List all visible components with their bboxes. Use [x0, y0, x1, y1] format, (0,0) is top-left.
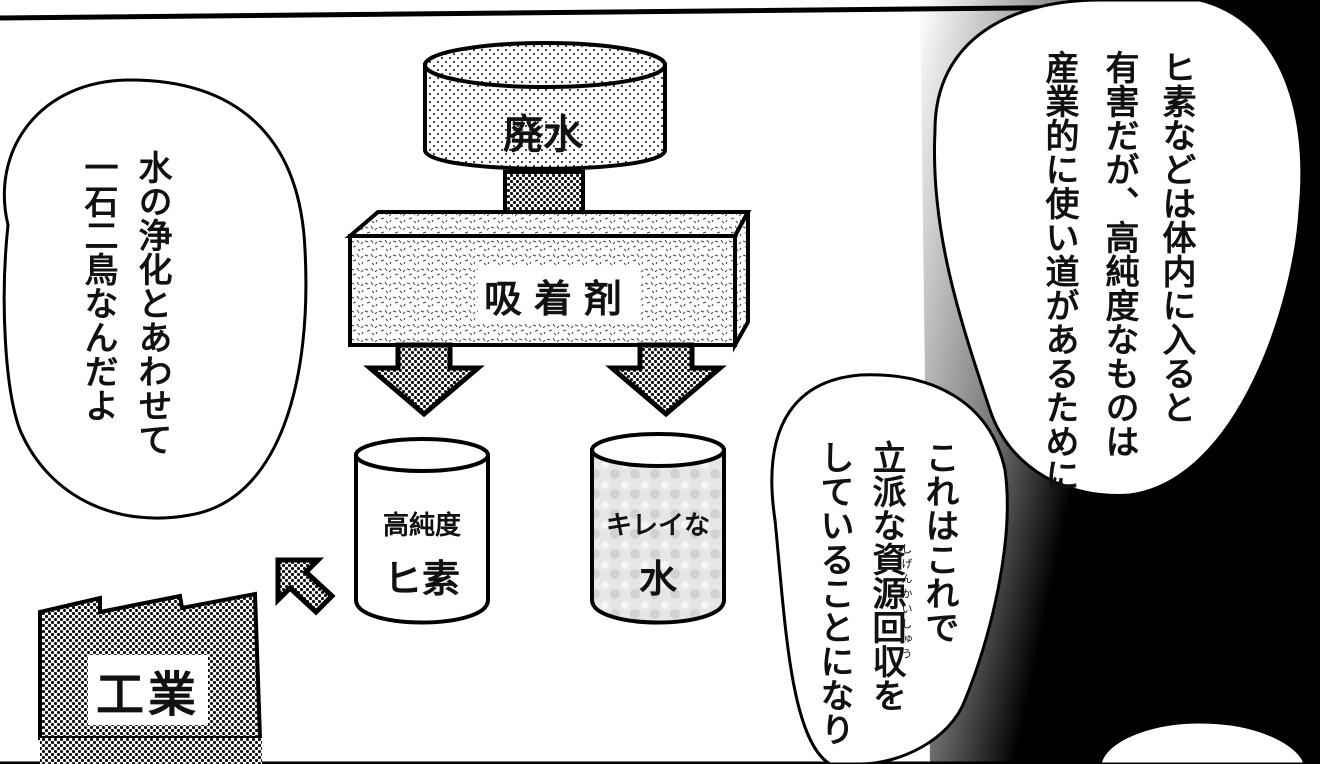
furigana-shigen-kaishu: しげんかいしゅう [900, 543, 913, 663]
arrow-down-left [363, 342, 485, 418]
bubble-left-line2: 一石二鳥なんだよ [78, 150, 118, 422]
label-wastewater: 廃水 [503, 112, 583, 158]
speech-bubble-partial [1098, 720, 1307, 764]
label-adsorbent: 吸着剤 [478, 268, 641, 323]
arrow-to-industry [275, 557, 336, 616]
bubble-right-bottom-line2: 立派な資源回収を [866, 440, 906, 712]
bubble-right-bottom-line3: していることになり [814, 440, 854, 746]
label-water-line1: キレイな [605, 511, 710, 541]
wastewater-cylinder-top [423, 41, 667, 89]
bubble-right-top-line3: 産業的に使い道があるために [1039, 50, 1079, 492]
label-arsenic-line1: 高純度 [382, 511, 461, 541]
label-industry: 工業 [88, 655, 209, 725]
bubble-right-bottom-line1: これはこれで [919, 440, 959, 644]
arsenic-cylinder-top [354, 437, 490, 473]
factory-base [40, 738, 262, 764]
bubble-right-top-line1: ヒ素などは体内に入ると [1156, 50, 1196, 424]
water-cylinder [590, 448, 726, 625]
label-water-line2: 水 [638, 557, 677, 601]
bubble-right-top-line2: 有害だが、高純度なものは [1099, 50, 1139, 458]
adsorbent-box-top [344, 210, 752, 238]
speech-bubble-right-top [932, 0, 1304, 498]
water-cylinder-top [590, 432, 726, 468]
label-arsenic-line2: ヒ素 [383, 557, 460, 601]
arsenic-cylinder [354, 453, 490, 625]
bubble-left-line1: 水の浄化とあわせて [132, 150, 172, 456]
wastewater-cylinder [423, 63, 667, 171]
speech-bubble-right-bottom [770, 373, 1009, 764]
arrow-down-right [605, 342, 727, 418]
speech-bubble-left [2, 78, 308, 520]
